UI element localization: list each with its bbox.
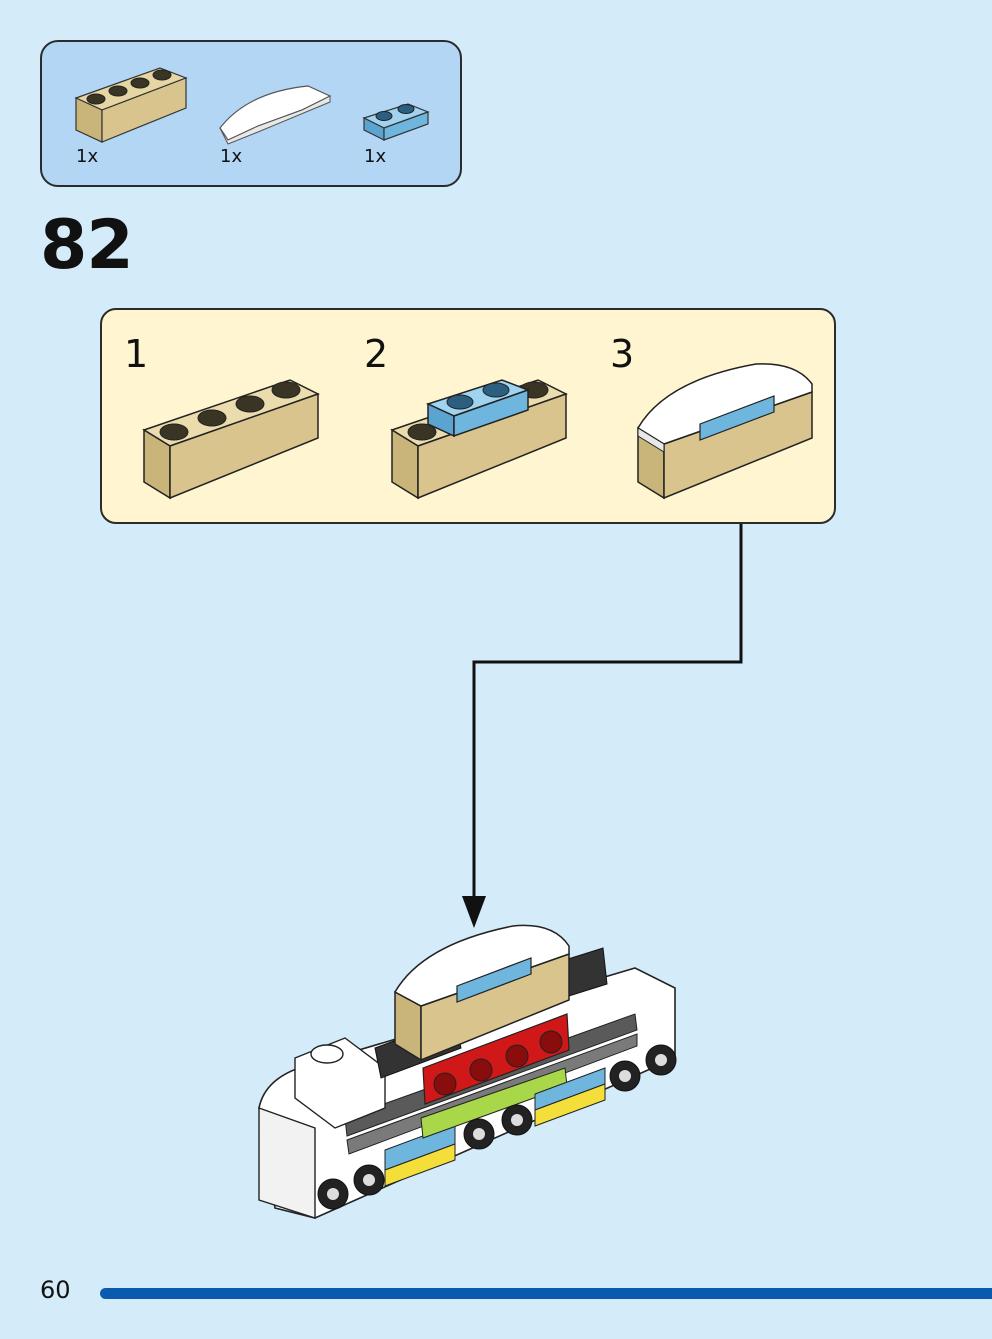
sub-step-2-illustration bbox=[390, 379, 568, 500]
part-qty-3: 1x bbox=[364, 146, 387, 167]
part-qty-2: 1x bbox=[220, 146, 243, 167]
main-model-illustration bbox=[258, 924, 677, 1219]
blue-plate-1x2-icon bbox=[362, 103, 430, 141]
page-number: 60 bbox=[40, 1276, 71, 1304]
tan-brick-1x4-icon bbox=[74, 67, 188, 143]
sub-step-3-number: 3 bbox=[610, 332, 635, 376]
sub-step-1-number: 1 bbox=[124, 332, 149, 376]
step-number: 82 bbox=[40, 206, 134, 285]
sub-step-3-illustration bbox=[636, 363, 813, 500]
white-curved-slope-icon bbox=[219, 85, 332, 145]
sub-step-1-illustration bbox=[142, 379, 320, 500]
part-qty-1: 1x bbox=[76, 146, 99, 167]
progress-bar bbox=[100, 1288, 992, 1299]
sub-step-2-number: 2 bbox=[364, 332, 389, 376]
